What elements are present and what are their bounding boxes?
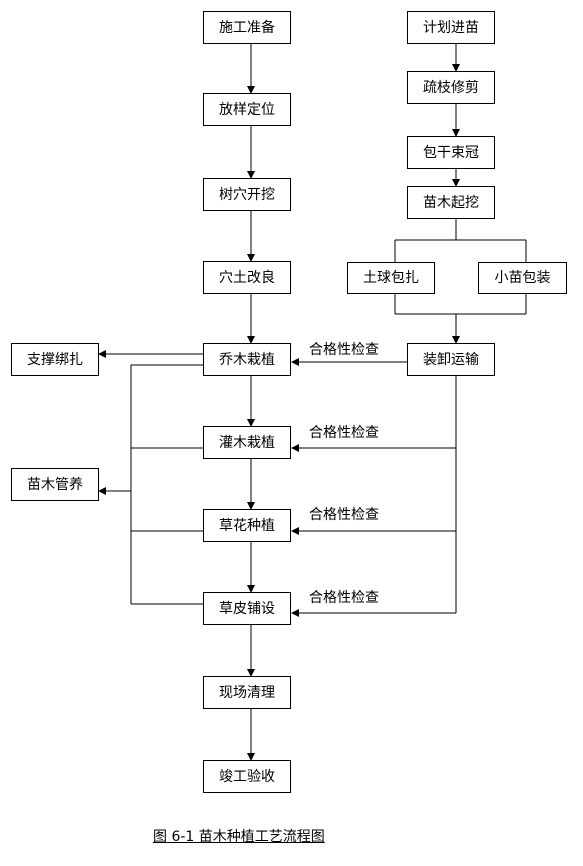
figure-caption: 图 6-1 苗木种植工艺流程图 (153, 829, 325, 845)
step-root-ball-wrapping: 土球包扎 (347, 262, 435, 294)
step-branch-pruning: 疏枝修剪 (407, 71, 495, 104)
step-turf-laying: 草皮铺设 (203, 592, 291, 625)
check-label-shrub: 合格性检查 (309, 425, 379, 441)
step-crown-binding: 包干束冠 (407, 136, 495, 169)
step-soil-improvement: 穴土改良 (203, 261, 291, 294)
step-layout-positioning: 放样定位 (203, 93, 291, 126)
step-support-tying: 支撑绑扎 (11, 343, 99, 376)
step-shrub-planting: 灌木栽植 (203, 426, 291, 459)
check-label-tree: 合格性检查 (309, 342, 379, 358)
step-plan-seedlings: 计划进苗 (407, 11, 495, 44)
check-label-flower: 合格性检查 (309, 507, 379, 523)
step-flower-planting: 草花种植 (203, 509, 291, 542)
step-seedling-digging: 苗木起挖 (407, 186, 495, 219)
step-site-cleanup: 现场清理 (203, 676, 291, 709)
check-label-turf: 合格性检查 (309, 590, 379, 606)
step-loading-transport: 装卸运输 (407, 343, 495, 376)
step-small-seedling-packing: 小苗包装 (478, 262, 567, 294)
step-pit-excavation: 树穴开挖 (203, 178, 291, 211)
step-completion-acceptance: 竣工验收 (203, 760, 291, 793)
step-seedling-maintenance: 苗木管养 (11, 468, 99, 501)
step-construction-prep: 施工准备 (203, 11, 291, 44)
step-tree-planting: 乔木栽植 (203, 343, 291, 376)
